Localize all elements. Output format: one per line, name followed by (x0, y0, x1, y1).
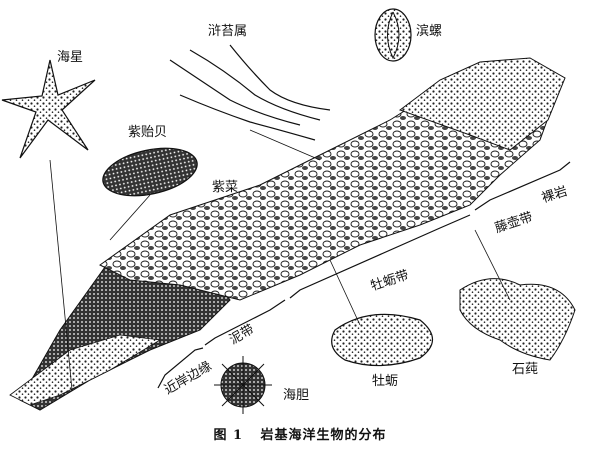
mussel-drawing (102, 147, 198, 197)
label-laver: 紫菜 (212, 180, 239, 195)
label-starfish: 海星 (57, 50, 84, 65)
bracket-oyster (289, 214, 471, 299)
bracket-barnacle (474, 161, 571, 211)
caption-number: 图 1 (213, 428, 244, 443)
rocky-slope (99, 69, 561, 301)
bracket-offshore (157, 347, 204, 389)
label-oyster: 牡蛎 (372, 374, 399, 389)
oyster-drawing (331, 313, 434, 367)
label-sea-urchin: 海胆 (283, 388, 310, 403)
label-periwinkle: 滨螺 (416, 24, 443, 39)
sea-lettuce-drawing (459, 278, 576, 361)
label-kelp: 浒苔属 (208, 24, 248, 39)
periwinkle-drawing (374, 8, 412, 62)
label-mussel: 紫贻贝 (128, 125, 168, 140)
starfish-drawing (1, 59, 96, 159)
caption-title: 岩基海洋生物的分布 (260, 428, 387, 443)
bracket-mud (204, 299, 286, 346)
upper-rock (398, 57, 566, 151)
label-sea-lettuce: 石莼 (512, 362, 539, 377)
figure-caption: 图 1 岩基海洋生物的分布 (0, 424, 600, 443)
kelp-drawing (169, 44, 331, 141)
shore-edge (9, 334, 162, 406)
